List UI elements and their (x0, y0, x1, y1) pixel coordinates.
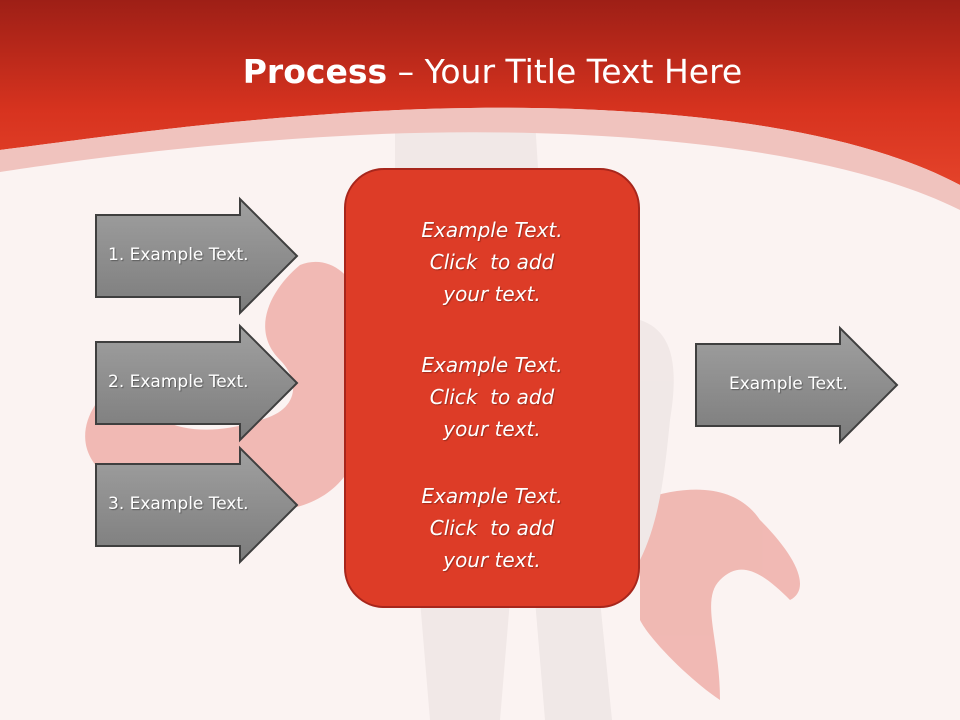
block-line: your text. (443, 282, 541, 306)
input-arrow-2 (95, 323, 299, 443)
title-separator: – (387, 52, 425, 91)
block-line: your text. (443, 548, 541, 572)
block-line: your text. (443, 417, 541, 441)
block-line: Example Text. (421, 353, 563, 377)
process-text-block-1[interactable]: Example Text. Click to add your text. (346, 214, 638, 310)
title-bold: Process (242, 52, 388, 91)
header-wave (0, 107, 960, 210)
input-arrow-1 (95, 196, 299, 316)
process-text-block-2[interactable]: Example Text. Click to add your text. (346, 349, 638, 445)
header-band (0, 0, 960, 185)
slide-title[interactable]: Process – Your Title Text Here (0, 52, 960, 91)
input-label-3[interactable]: 3. Example Text. (108, 494, 249, 514)
block-line: Click to add (429, 516, 555, 540)
input-arrow-3 (95, 445, 299, 565)
process-box[interactable]: Example Text. Click to add your text. Ex… (344, 168, 640, 608)
block-line: Example Text. (421, 484, 563, 508)
block-line: Example Text. (421, 218, 563, 242)
output-arrow (695, 325, 899, 445)
input-label-1[interactable]: 1. Example Text. (108, 245, 249, 265)
input-label-2[interactable]: 2. Example Text. (108, 372, 249, 392)
block-line: Click to add (429, 250, 555, 274)
output-label[interactable]: Example Text. (729, 374, 848, 394)
title-rest: Your Title Text Here (424, 52, 743, 91)
process-text-block-3[interactable]: Example Text. Click to add your text. (346, 480, 638, 576)
block-line: Click to add (429, 385, 555, 409)
